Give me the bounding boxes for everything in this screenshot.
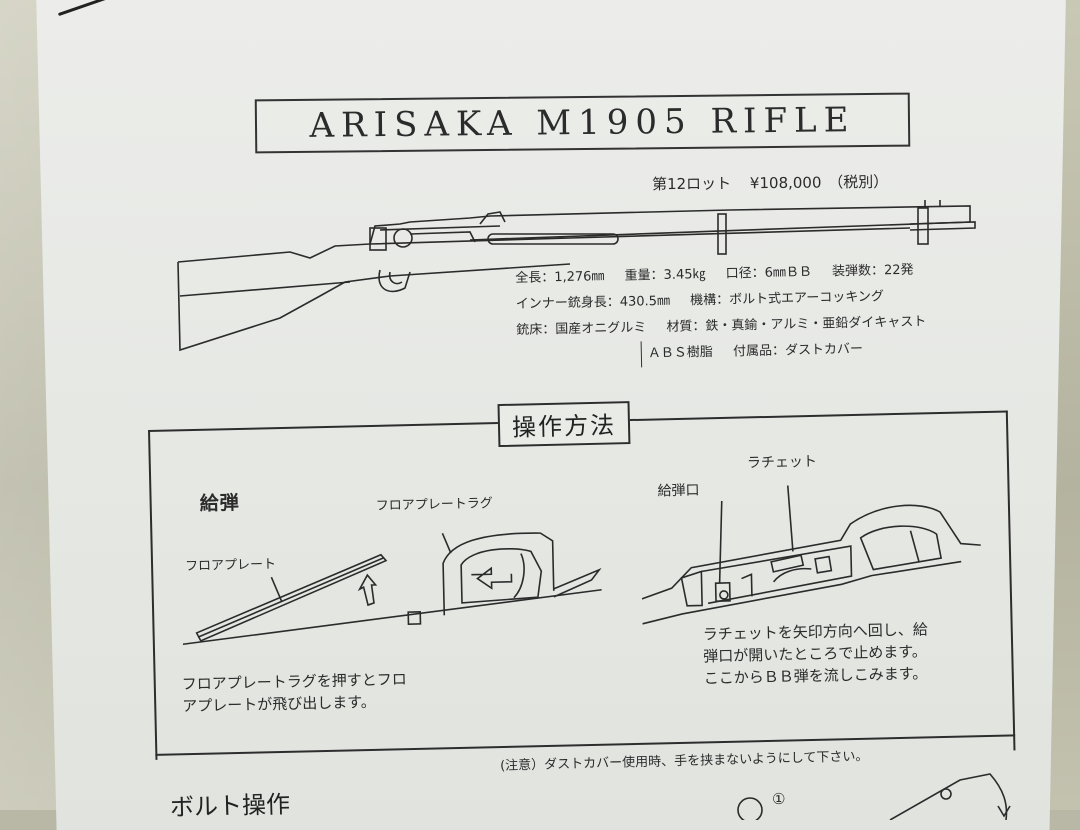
spec-capacity: 装弾数：22発	[831, 262, 914, 280]
feeding-description: ラチェットを矢印方向へ回し、給 弾口が開いたところで止めます。 ここからＢＢ弾を…	[703, 618, 929, 689]
tax-note: （税別）	[828, 172, 889, 192]
step-marker: ①	[772, 790, 786, 808]
spec-material: 材質：鉄・真鍮・アルミ・亜鉛ダイキャスト	[666, 314, 927, 335]
bolt-diagram-partial	[737, 773, 1011, 820]
spec-inner-barrel: インナー銃身長：430.5㎜	[515, 293, 671, 312]
desc-line: ここからＢＢ弾を流しこみます。	[703, 664, 928, 688]
bolt-operation-heading: ボルト操作	[169, 790, 291, 822]
label-ratchet: ラチェット	[746, 453, 818, 472]
spec-material-abs: ＡＢＳ樹脂	[647, 344, 714, 362]
price: ¥108,000	[749, 173, 822, 193]
feed-port-diagram	[641, 481, 981, 625]
specifications: 全長：1,276㎜ 重量：3.45㎏ 口径：6㎜ＢＢ 装弾数：22発 インナー銃…	[515, 257, 944, 370]
spec-length: 全長：1,276㎜	[515, 269, 605, 286]
floorplate-diagram	[182, 532, 602, 646]
desc-line: アプレートが飛び出します。	[182, 692, 376, 716]
spec-accessories: 付属品：ダストカバー	[732, 341, 864, 360]
rifle-illustration	[177, 200, 976, 352]
lot-price-line: 第12ロット ¥108,000 （税別）	[652, 171, 902, 195]
operation-heading: 操作方法	[497, 401, 631, 448]
lot-number: 第12ロット	[651, 174, 732, 194]
spec-mechanism: 機構：ボルト式エアーコッキング	[689, 289, 885, 309]
spec-weight: 重量：3.45㎏	[624, 267, 706, 284]
spec-stock: 銃床：国産オニグルミ	[516, 320, 647, 338]
title-box: ARISAKA M1905 RIFLE	[254, 92, 911, 154]
loading-description: フロアプレートラグを押すとフロ アプレートが飛び出します。	[182, 668, 408, 717]
operation-section: 操作方法 給弾 フロアプレートラグ フロアプレート フロアプレートラグを押すとフ…	[148, 401, 1016, 769]
document-title: ARISAKA M1905 RIFLE	[309, 100, 856, 146]
spec-caliber: 口径：6㎜ＢＢ	[725, 264, 813, 282]
